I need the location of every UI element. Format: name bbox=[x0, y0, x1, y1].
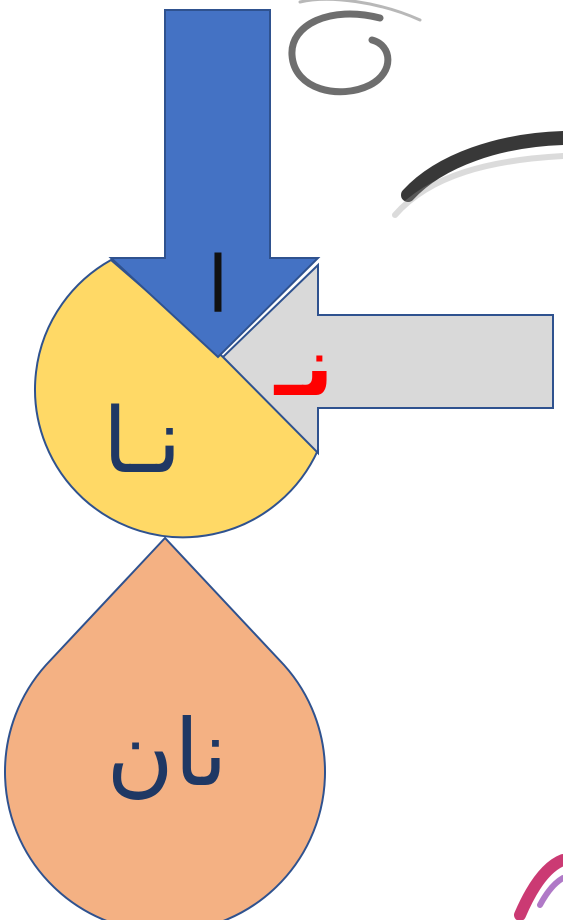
teardrop-body bbox=[4, 536, 326, 920]
swirl-corner-accent bbox=[514, 854, 563, 920]
down-arrow-body bbox=[108, 9, 321, 359]
background-swirls bbox=[288, 0, 563, 920]
circle-syllable: نـا bbox=[103, 389, 182, 494]
left-arrow-body bbox=[221, 262, 554, 456]
swirl-stroke-shadow bbox=[392, 153, 563, 218]
swirl-corner-accent-2 bbox=[537, 875, 563, 908]
swirl-top-curve bbox=[298, 0, 422, 22]
left-arrow-letter: نـ bbox=[274, 320, 334, 415]
swirl-loop bbox=[288, 10, 392, 96]
left-arrow: نـ bbox=[221, 262, 554, 456]
circle-pie bbox=[34, 258, 320, 539]
circle-shape: نـا bbox=[34, 258, 320, 539]
teardrop-shape: نان bbox=[4, 536, 326, 920]
down-arrow-letter: ا bbox=[207, 241, 229, 331]
down-arrow: ا bbox=[108, 9, 321, 359]
teardrop-word: نان bbox=[106, 700, 227, 807]
swirl-stroke bbox=[401, 131, 563, 202]
